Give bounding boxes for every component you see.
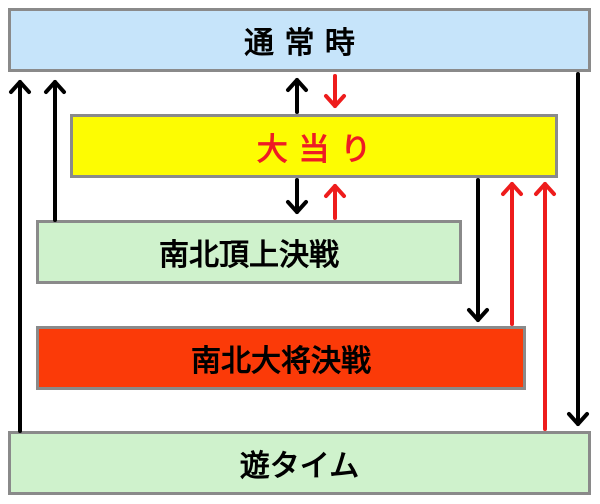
arrow-jackpot-to-summit: [286, 178, 308, 214]
state-normal-label: 通 常 時: [244, 26, 355, 61]
arrow-asobi-to-jackpot: [534, 182, 556, 431]
arrow-jackpot-to-general: [467, 178, 489, 322]
arrow-summit-to-normal: [44, 80, 66, 222]
state-general-battle-box: 南北大将決戦: [36, 326, 526, 390]
arrow-jackpot-to-normal: [286, 78, 308, 114]
state-general-battle-label: 南北大将決戦: [191, 344, 371, 379]
state-normal-box: 通 常 時: [8, 8, 591, 72]
state-summit-battle-box: 南北頂上決戦: [36, 220, 462, 284]
arrow-summit-to-jackpot: [324, 184, 346, 220]
arrow-general-to-jackpot: [501, 182, 523, 326]
arrow-normal-to-asobi: [567, 72, 589, 426]
state-asobi-time-label: 遊タイム: [239, 449, 360, 484]
state-jackpot-label: 大 当 り: [256, 131, 372, 168]
state-summit-battle-label: 南北頂上決戦: [159, 238, 339, 273]
arrow-normal-to-jackpot: [324, 74, 346, 108]
state-asobi-time-box: 遊タイム: [8, 431, 591, 495]
arrow-asobi-to-normal: [9, 80, 31, 433]
state-jackpot-box: 大 当 り: [70, 114, 558, 178]
